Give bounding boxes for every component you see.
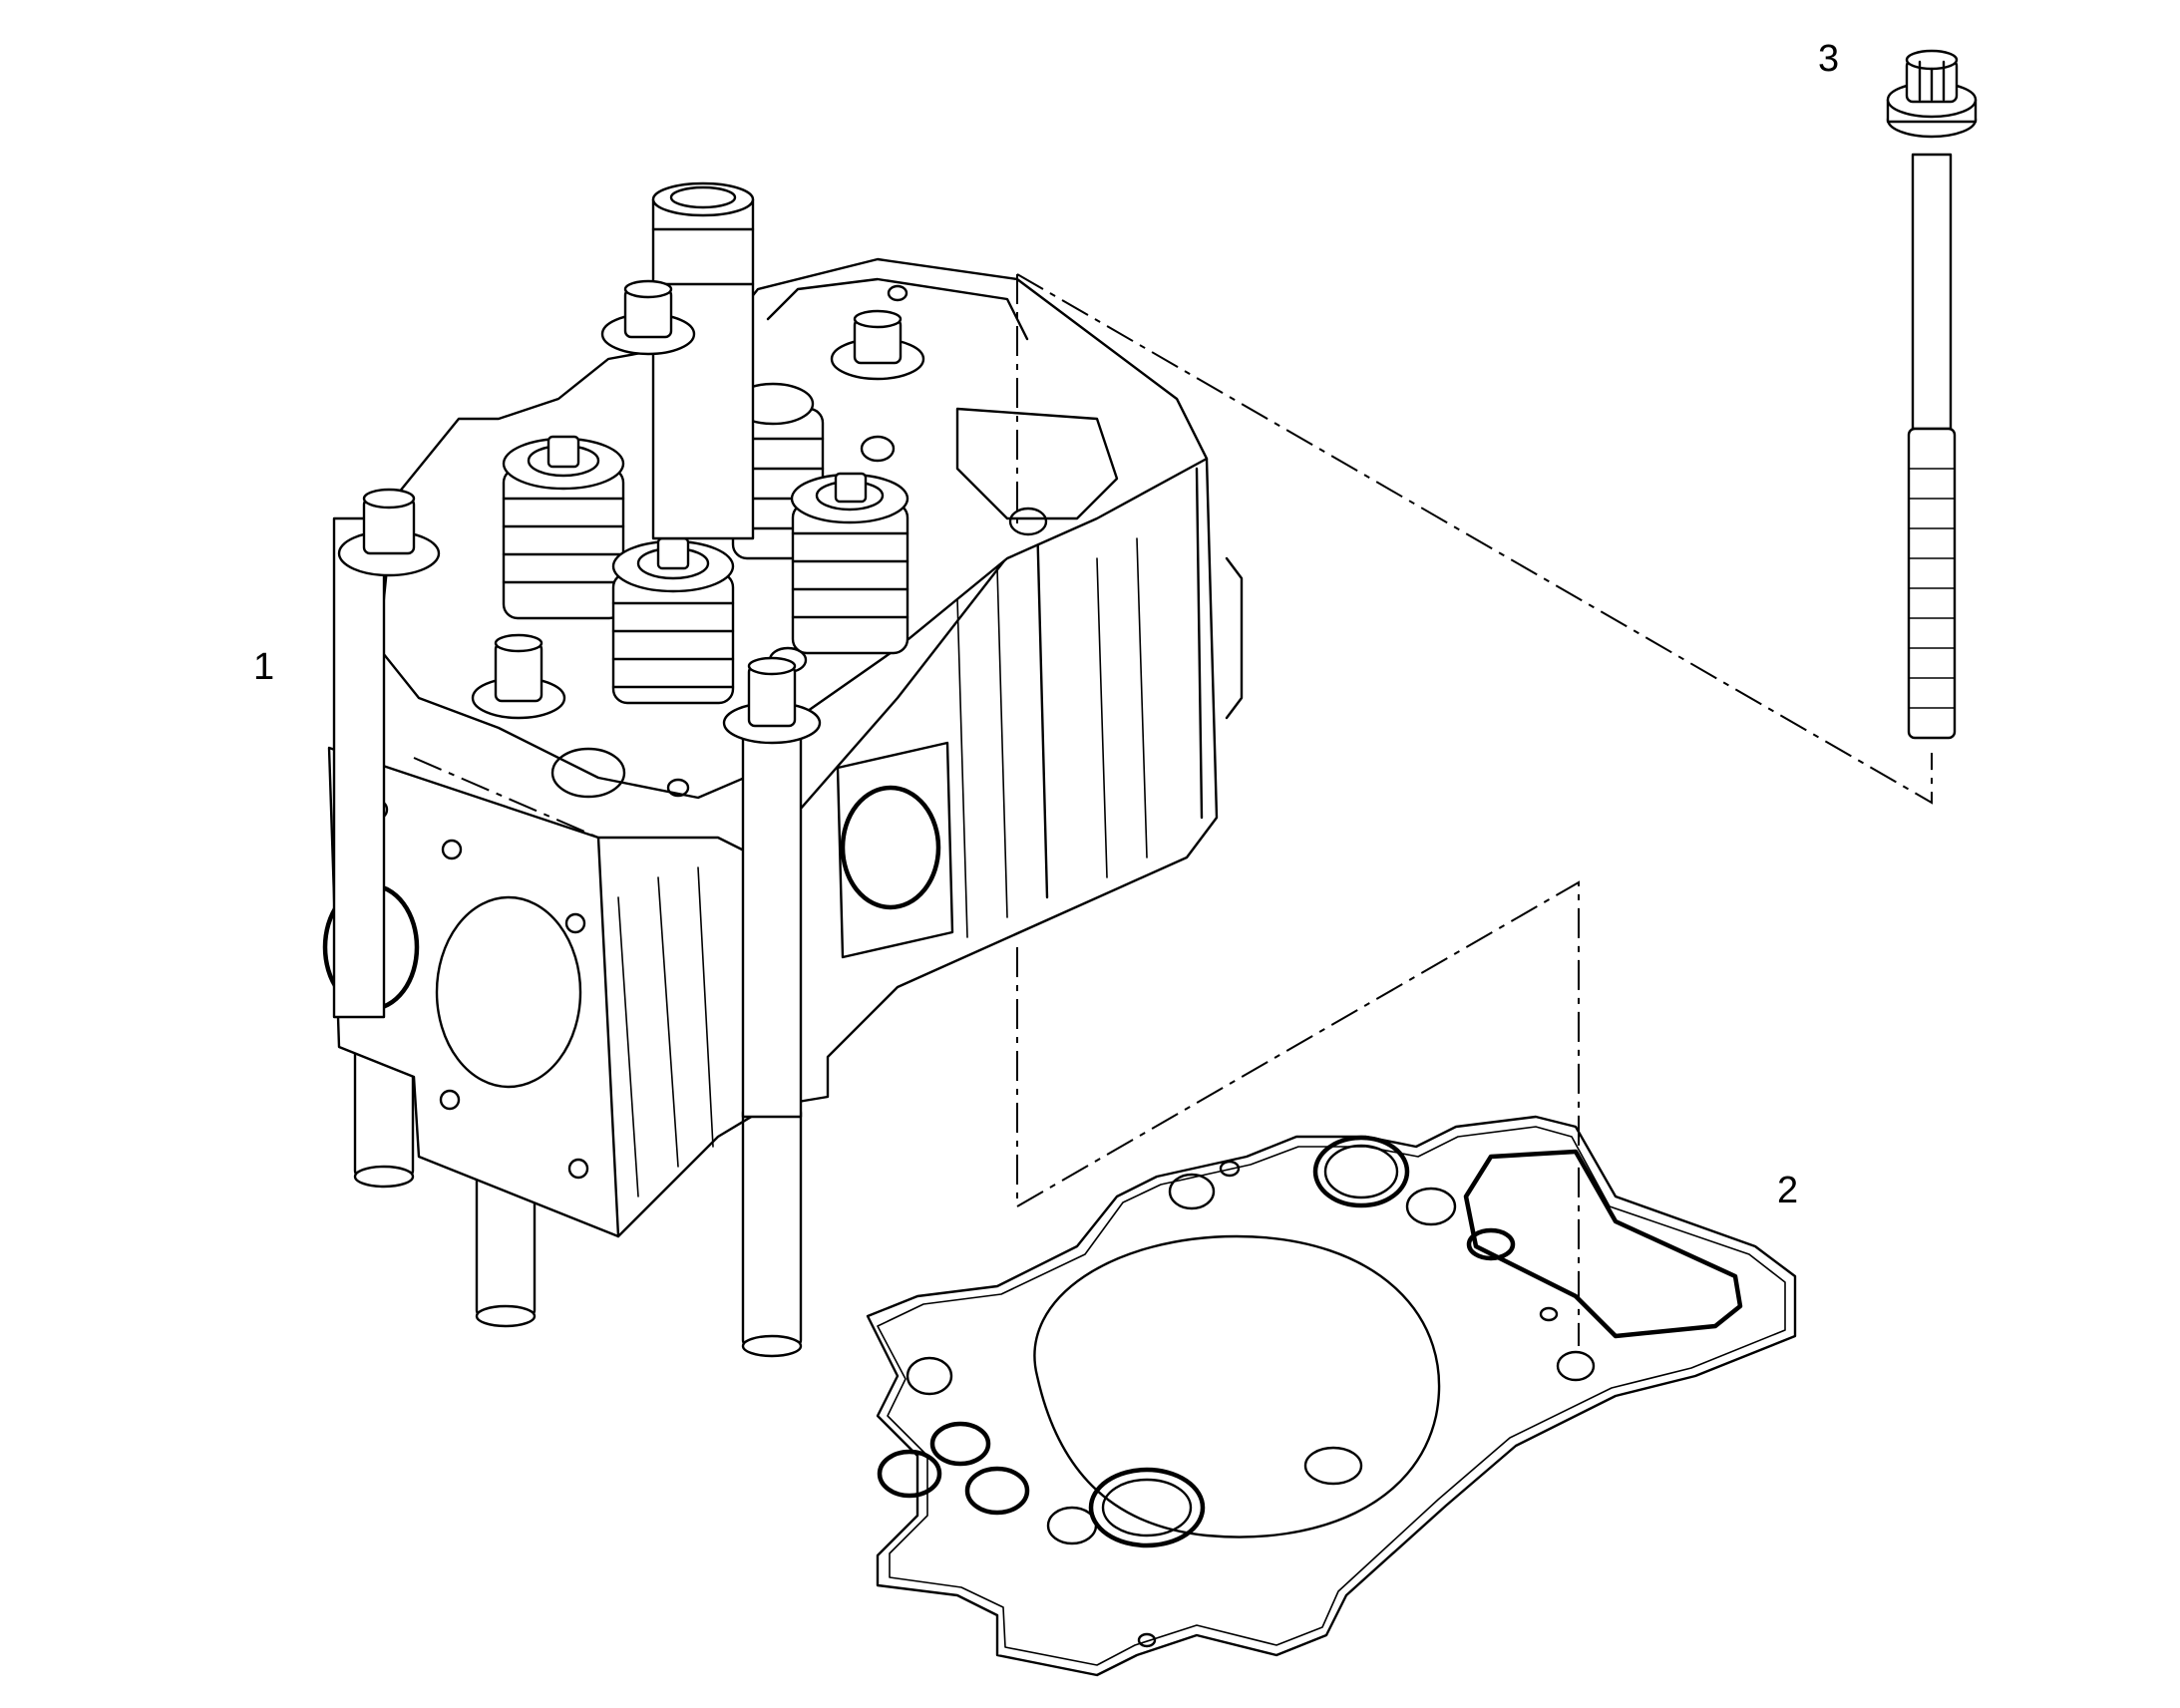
bolt-thread bbox=[1907, 427, 1957, 740]
assembly-lines bbox=[413, 273, 1933, 1346]
head-bolt-2 bbox=[600, 279, 696, 356]
gasket-oil-port-2 bbox=[877, 1449, 942, 1499]
bolt-shank bbox=[1911, 153, 1953, 431]
callout-3: 3 bbox=[1818, 38, 1840, 80]
intake-port bbox=[840, 785, 941, 910]
valve-springs bbox=[502, 382, 909, 705]
injector-sleeve bbox=[651, 181, 755, 540]
callout-2: 2 bbox=[1777, 1170, 1799, 1211]
head-gasket[interactable] bbox=[866, 1115, 1797, 1677]
head-bolt[interactable] bbox=[1886, 49, 1978, 740]
valve-spring-4 bbox=[611, 536, 735, 705]
gasket-oil-port-1 bbox=[1088, 1467, 1206, 1548]
exhaust-port-2 bbox=[435, 895, 582, 1089]
head-bolt-heads bbox=[332, 279, 925, 1119]
head-bolt-5 bbox=[722, 656, 822, 1119]
gasket-outline bbox=[866, 1115, 1797, 1677]
head-right-side bbox=[756, 397, 1219, 1109]
head-bolt-3 bbox=[830, 309, 925, 381]
cylinder-head[interactable] bbox=[322, 181, 1244, 1358]
head-bolt-1 bbox=[332, 488, 441, 1019]
valve-spring-3 bbox=[790, 472, 909, 655]
gasket-coolant-port bbox=[1312, 1135, 1410, 1208]
assembly-line-bolt bbox=[1016, 273, 1933, 805]
assembly-line-gasket bbox=[1016, 880, 1580, 1346]
head-bolt-4 bbox=[471, 633, 566, 720]
callout-1: 1 bbox=[253, 646, 275, 688]
gasket-cylinder-bore bbox=[1033, 1234, 1441, 1538]
valve-spring-1 bbox=[502, 435, 625, 620]
